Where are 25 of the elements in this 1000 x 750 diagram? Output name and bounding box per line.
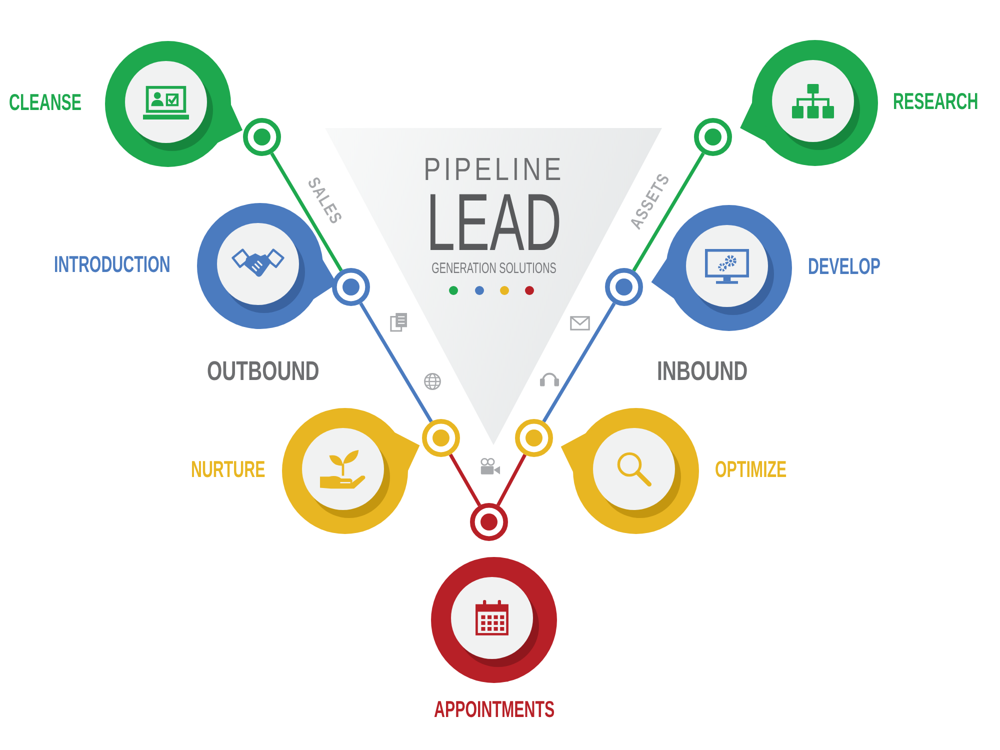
connector-line — [359, 302, 433, 423]
step-label: INTRODUCTION — [54, 253, 170, 276]
connector-line — [270, 152, 343, 272]
step-label: RESEARCH — [893, 90, 978, 113]
ring-marker — [694, 118, 732, 156]
section-label: OUTBOUND — [207, 358, 320, 385]
heading-text: PIPELINE — [423, 153, 564, 185]
connector-line — [542, 302, 616, 423]
ring-marker — [470, 503, 508, 541]
ring-marker — [605, 268, 643, 306]
section-label: INBOUND — [657, 358, 748, 385]
step-label: OPTIMIZE — [715, 458, 787, 481]
step-label: APPOINTMENTS — [434, 698, 554, 721]
title-text: LEAD — [426, 183, 562, 264]
connector-line — [496, 454, 527, 506]
step-label: NURTURE — [191, 458, 266, 481]
ring-marker — [422, 419, 460, 457]
connector-line — [448, 454, 482, 506]
step-label: DEVELOP — [808, 255, 881, 278]
ring-marker — [515, 419, 553, 457]
ring-marker — [332, 268, 370, 306]
step-label: CLEANSE — [9, 91, 82, 114]
connector-line — [632, 152, 705, 272]
ring-marker — [243, 118, 281, 156]
subtitle-text: GENERATION SOLUTIONS — [431, 261, 556, 276]
